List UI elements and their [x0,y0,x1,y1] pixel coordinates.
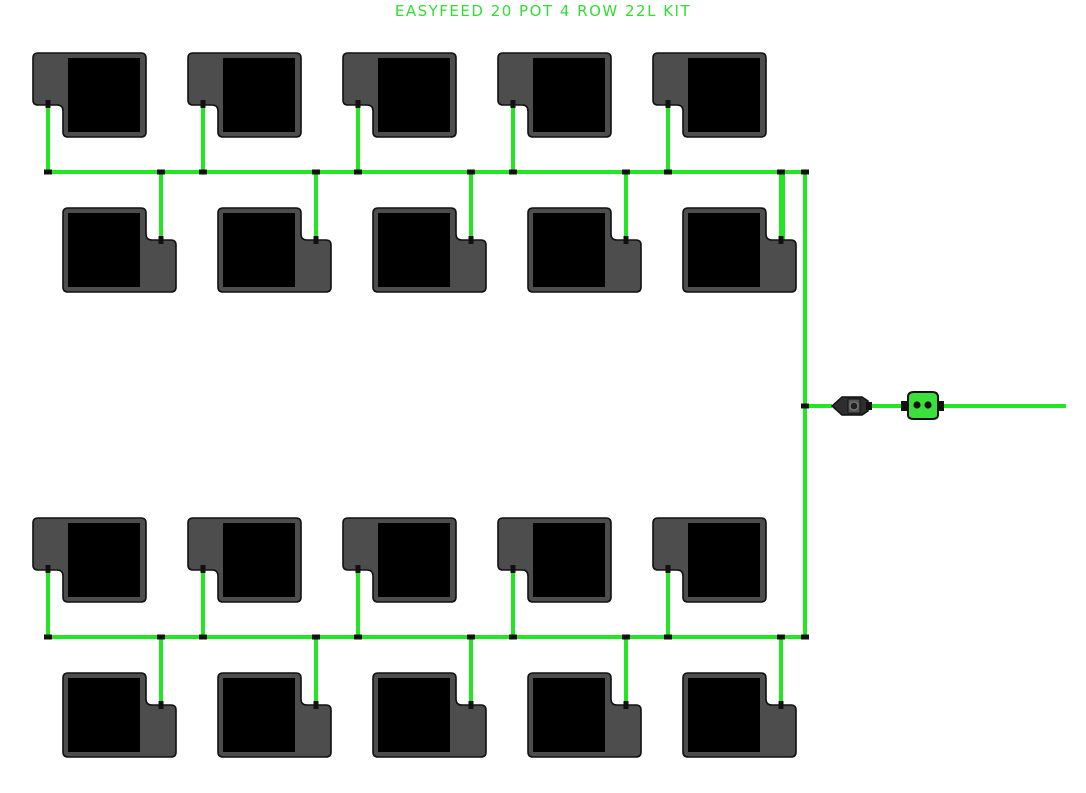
tube-fitting [44,169,52,175]
pot [682,207,797,293]
pot [652,52,767,138]
pot [32,517,147,603]
tube-fitting [623,236,629,244]
tube-fitting [199,634,207,640]
tube-fitting [354,634,362,640]
pot-reservoir [68,523,140,597]
tube-fitting [509,634,517,640]
pot [32,52,147,138]
pot [217,207,332,293]
tube-fitting [157,169,165,175]
tube-fitting [44,634,52,640]
pot-reservoir [223,213,295,287]
pot [62,672,177,758]
tube-fitting [664,169,672,175]
tube-fitting [158,701,164,709]
pot [187,517,302,603]
tube-fitting [468,701,474,709]
pot-reservoir [68,213,140,287]
pot-reservoir [688,213,760,287]
pot [372,207,487,293]
tube-fitting [354,169,362,175]
tube-fitting [778,701,784,709]
tube-fitting [509,169,517,175]
tube-fitting [510,100,516,108]
feed-tubes [46,103,1066,705]
tube-fitting [45,100,51,108]
pot [652,517,767,603]
pot [527,207,642,293]
pot-reservoir [378,523,450,597]
pot-reservoir [223,678,295,752]
tube-fitting [622,169,630,175]
fittings-group [44,100,809,709]
tube-fitting [665,100,671,108]
supply-line-group [830,391,944,420]
pot [372,672,487,758]
tube-fitting [199,169,207,175]
tube-fitting [801,634,809,640]
pot-reservoir [533,213,605,287]
pot [342,52,457,138]
tube-fitting [45,565,51,573]
pot [497,517,612,603]
tube-fitting [778,236,784,244]
tube-fitting [313,236,319,244]
pot [497,52,612,138]
inline-filter-icon [830,396,872,416]
tap-valve-icon [901,391,944,420]
pot-reservoir [378,678,450,752]
pot-reservoir [533,523,605,597]
tube-fitting [355,565,361,573]
pot-reservoir [688,58,760,132]
pot-reservoir [378,213,450,287]
tube-fitting [801,403,809,409]
tube-fitting [200,565,206,573]
tube-fitting [468,236,474,244]
tube-fitting [665,565,671,573]
pot [217,672,332,758]
pot [342,517,457,603]
pot-reservoir [688,523,760,597]
tube-fitting [623,701,629,709]
pot-reservoir [223,523,295,597]
pots-group [32,52,797,758]
tube-fitting [510,565,516,573]
pot [187,52,302,138]
pot-reservoir [378,58,450,132]
tube-fitting [158,236,164,244]
tube-fitting [312,169,320,175]
pot-reservoir [68,58,140,132]
pot-reservoir [223,58,295,132]
pot [62,207,177,293]
pot-reservoir [68,678,140,752]
tube-fitting [622,634,630,640]
diagram-title: EASYFEED 20 POT 4 ROW 22L KIT [394,2,692,20]
pot [527,672,642,758]
tube-fitting [355,100,361,108]
tube-fitting [467,169,475,175]
pot-reservoir [688,678,760,752]
tube-fitting [664,634,672,640]
tube-fitting [313,701,319,709]
tube-fitting [157,634,165,640]
pot-reservoir [533,58,605,132]
tube-fitting [200,100,206,108]
tube-fitting [312,634,320,640]
tube-fitting [467,634,475,640]
tube-fitting [777,634,785,640]
tube-fitting [777,169,785,175]
tube-fitting [801,169,809,175]
pot [682,672,797,758]
pot-reservoir [533,678,605,752]
